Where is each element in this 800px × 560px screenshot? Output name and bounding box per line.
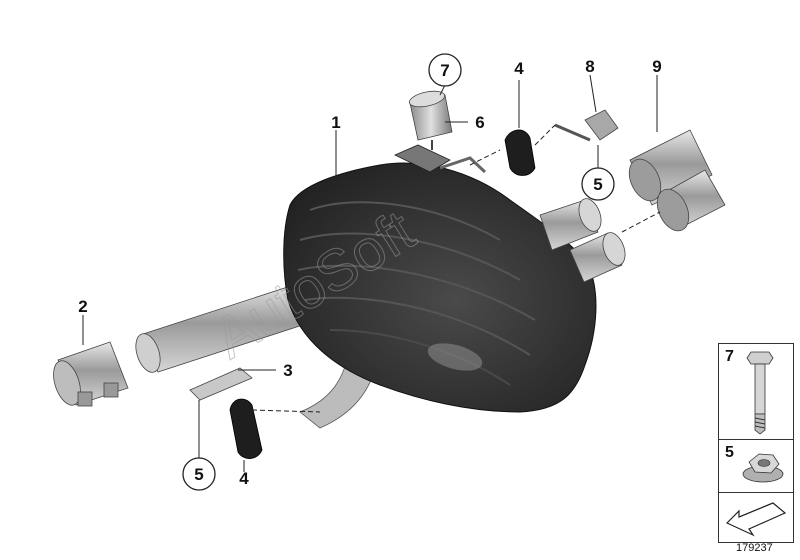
callout-7-ring [428, 53, 462, 87]
rear-muffler [135, 144, 626, 429]
callout-6: 6 [475, 113, 484, 132]
callout-7: 7 [440, 61, 449, 80]
callout-5-right: 5 [593, 175, 602, 194]
fastener-legend: 7 5 [718, 343, 794, 543]
callout-2: 2 [78, 297, 87, 316]
legend-cell-nut: 5 [719, 440, 793, 493]
rubber-mount-upper [504, 129, 536, 176]
pipe-clamp [53, 341, 129, 407]
legend-cell-bolt: 7 [719, 344, 793, 440]
callout-3: 3 [283, 361, 292, 380]
bolt-icon [746, 351, 774, 435]
mounting-bracket [189, 367, 253, 401]
callout-5-right-ring [581, 167, 615, 201]
tailpipe-trims [628, 129, 726, 232]
legend-cell-arrow [719, 493, 793, 542]
legend-number-5: 5 [725, 444, 734, 461]
clamp-bracket [554, 109, 619, 142]
callout-4-top: 4 [514, 59, 524, 78]
hex-nut-icon [742, 453, 784, 483]
direction-arrow-icon [725, 502, 787, 537]
legend-number-7: 7 [725, 348, 734, 365]
callout-1: 1 [331, 113, 340, 132]
callouts: 1 2 3 4 4 6 8 9 7 5 5 [78, 53, 662, 491]
callout-5-bottom: 5 [194, 465, 203, 484]
damper-weight [408, 90, 453, 150]
callout-8: 8 [585, 57, 594, 76]
callout-5-bottom-ring [182, 457, 216, 491]
callout-4-bottom: 4 [239, 469, 249, 488]
diagram-number: 179237 [736, 542, 773, 554]
rubber-mount-lower [229, 398, 263, 459]
leader-lines [82, 74, 661, 472]
callout-9: 9 [652, 57, 661, 76]
